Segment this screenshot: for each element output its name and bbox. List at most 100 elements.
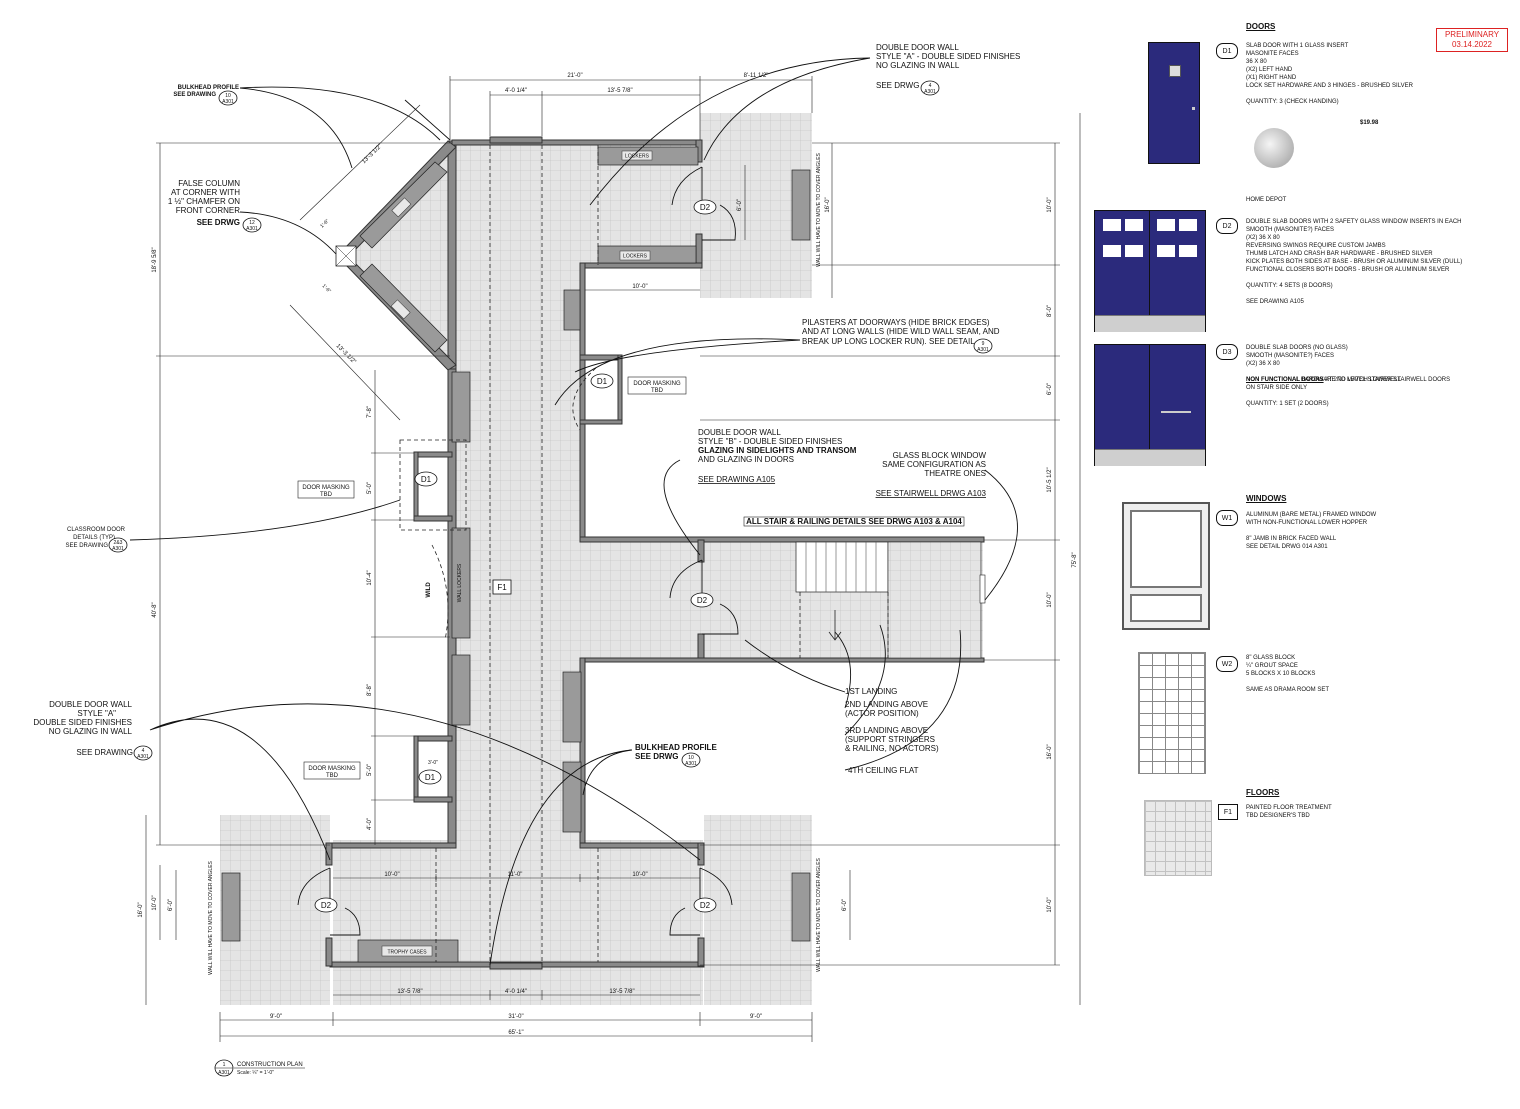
callout-classroom-door: SEE DRAWING — [66, 543, 109, 549]
dim-text: 4'-0" — [367, 818, 373, 830]
stair-details-note: ALL STAIR & RAILING DETAILS SEE DRWG A10… — [746, 517, 962, 526]
callout-landings: 3RD LANDING ABOVE — [845, 726, 928, 735]
legend-text-d2: DOUBLE SLAB DOORS WITH 2 SAFETY GLASS WI… — [1246, 219, 1463, 305]
dim-text: 9'-0" — [750, 1014, 762, 1020]
dim-text: 65'-1" — [508, 1030, 523, 1036]
legend-code-d3: D3 — [1216, 344, 1238, 360]
door-tag-d2[interactable] — [314, 897, 338, 913]
callout-sheet: A301 — [685, 761, 697, 767]
legend-text-d3d: NON FUNCTIONAL HARDWARE TO MATCH LOWER S… — [1246, 377, 1451, 407]
dim-text: 16'-0" — [1047, 744, 1053, 759]
window-w1-image — [1122, 502, 1210, 630]
stamp-date: 03.14.2022 — [1451, 40, 1493, 49]
door-tag-d1[interactable] — [414, 471, 438, 487]
callout-pilasters: AND AT LONG WALLS (HIDE WILD WALL SEAM, … — [802, 327, 1000, 336]
legend-text-w2: 8" GLASS BLOCK ¼" GROUT SPACE 5 BLOCKS X… — [1246, 655, 1330, 693]
callout-double-door-bottom: DOUBLE DOOR WALL — [49, 700, 132, 709]
legend-text-d3c: AT 2ND LEVEL STAIRWELL — [1323, 377, 1401, 383]
floor-tag-f1[interactable] — [492, 579, 512, 595]
door-tag-d1[interactable] — [418, 769, 442, 785]
dim-text: 10'-0" — [152, 895, 158, 910]
title-sheet: A301 — [218, 1070, 230, 1076]
door-d3-image — [1094, 344, 1206, 466]
title-text: CONSTRUCTION PLAN — [237, 1062, 303, 1068]
callout-landings: (ACTOR POSITION) — [845, 709, 919, 718]
callout-pilasters: PILASTERS AT DOORWAYS (HIDE BRICK EDGES) — [802, 318, 990, 327]
legend-text-d3b: NON FUNCTIONAL DOORS — [1246, 377, 1324, 383]
wall-lockers-label: WALL LOCKERS — [457, 563, 463, 602]
legend-code-w2: W2 — [1216, 656, 1238, 672]
callout-bulkhead-top: BULKHEAD PROFILE — [178, 85, 239, 91]
callout-glass-block: GLASS BLOCK WINDOW — [893, 451, 987, 460]
door-tag-d1[interactable] — [590, 373, 614, 389]
dim-text: 10'-0" — [384, 872, 399, 878]
wall-move-note: WALL WILL HAVE TO MOVE TO COVER ANGLES — [816, 152, 822, 266]
callout-bulkhead-bottom: BULKHEAD PROFILE — [635, 743, 717, 752]
callout-ref: 2&3 — [114, 540, 123, 546]
door-tag-text: D1 — [597, 377, 608, 386]
dim-text: 6'-0" — [842, 899, 848, 911]
callout-double-door-bottom: NO GLAZING IN WALL — [49, 727, 133, 736]
door-masking-tbd: TBD — [326, 773, 339, 779]
door-masking-text: DOOR MASKING — [633, 381, 681, 387]
callout-double-door-b: GLAZING IN SIDELIGHTS AND TRANSOM — [698, 446, 857, 455]
angled-lockers — [359, 161, 448, 353]
callout-sheet: A301 — [222, 99, 234, 105]
legend-text-d3a: DOUBLE SLAB DOORS (NO GLASS) SMOOTH (MAS… — [1246, 345, 1348, 367]
door-tag-d2[interactable] — [693, 199, 717, 215]
dim-text: 8'-8" — [367, 684, 373, 696]
dim-text: 4'-0 1/4" — [505, 989, 527, 995]
callout-sheet: A301 — [924, 89, 936, 95]
dim-text: 13'-5 7/8" — [397, 989, 422, 995]
callout-landings: & RAILING, NO ACTORS) — [845, 744, 939, 753]
knob-image — [1254, 128, 1294, 168]
stamp-status: PRELIMINARY — [1444, 30, 1500, 39]
callout-double-door-top: DOUBLE DOOR WALL — [876, 43, 959, 52]
dim-text: 10'-4" — [367, 570, 373, 585]
callout-sheet: A301 — [977, 347, 989, 353]
callout-bulkhead-top: SEE DRAWING — [173, 92, 216, 98]
callout-ref: 4 — [142, 748, 145, 754]
door-tag-text: D2 — [697, 596, 708, 605]
stairwell — [795, 541, 986, 659]
dim-text: 8'-11 1/2" — [744, 73, 769, 79]
callout-landings: 4TH CEILING FLAT — [848, 766, 919, 775]
door-masking-labels: DOOR MASKING TBD DOOR MASKING TBD DOOR M… — [297, 376, 687, 780]
door-tag-d2[interactable] — [690, 592, 714, 608]
floor-tag-text: F1 — [497, 583, 507, 592]
callout-false-column: FRONT CORNER — [176, 206, 241, 215]
dim-text: 7'-8" — [367, 406, 373, 418]
windows-heading: WINDOWS — [1246, 494, 1287, 503]
callout-false-column: AT CORNER WITH — [171, 188, 240, 197]
door-tags[interactable]: D2 D1 D1 D2 D1 D2 D2 F1 — [314, 199, 717, 913]
door-tag-text: D2 — [700, 901, 711, 910]
callouts: BULKHEAD PROFILE SEE DRAWING 10 A301 FAL… — [33, 43, 1020, 966]
dim-text: 4'-0 1/4" — [505, 88, 527, 94]
legend-text-w1: ALUMINUM (BARE METAL) FRAMED WINDOW WITH… — [1246, 512, 1377, 550]
dim-text: 6'-0" — [1047, 383, 1053, 395]
dim-text: 13'-3 1/2" — [361, 143, 383, 165]
locker-label: LOCKERS — [625, 154, 650, 160]
callout-double-door-top: SEE DRWG — [876, 81, 919, 90]
title-detail-no: 1 — [223, 1062, 226, 1068]
wall-move-note: WALL WILL HAVE TO MOVE TO COVER ANGLES — [816, 857, 822, 971]
callout-landings: (SUPPORT STRINGERS — [845, 735, 935, 744]
door-tag-d2[interactable] — [693, 897, 717, 913]
callout-double-door-b: DOUBLE DOOR WALL — [698, 428, 781, 437]
legend-panel: DOORS D1 SLAB DOOR WITH 1 GLASS INSERT M… — [1090, 18, 1510, 898]
glass-block-window — [979, 574, 986, 604]
dim-text: 10'-0" — [1047, 592, 1053, 607]
callout-double-door-bottom: SEE DRAWING — [76, 748, 133, 757]
window-w2-image — [1138, 652, 1206, 774]
dim-text: 5'-0" — [367, 764, 373, 776]
floor-f1-image — [1144, 800, 1212, 876]
door-tag-text: D1 — [425, 773, 436, 782]
callout-double-door-b: STYLE "B" - DOUBLE SIDED FINISHES — [698, 437, 842, 446]
callout-false-column: 1 ½" CHAMFER ON — [168, 197, 240, 206]
callout-pilasters: BREAK UP LONG LOCKER RUN). SEE DETAIL — [802, 337, 975, 346]
dim-text: 10'-0" — [632, 872, 647, 878]
dim-text: 18'-9 5/8" — [152, 247, 158, 272]
dim-text: 10'-0" — [632, 284, 647, 290]
knob-price: $19.98 — [1360, 120, 1379, 126]
dim-text: 75'-8" — [1072, 552, 1078, 567]
